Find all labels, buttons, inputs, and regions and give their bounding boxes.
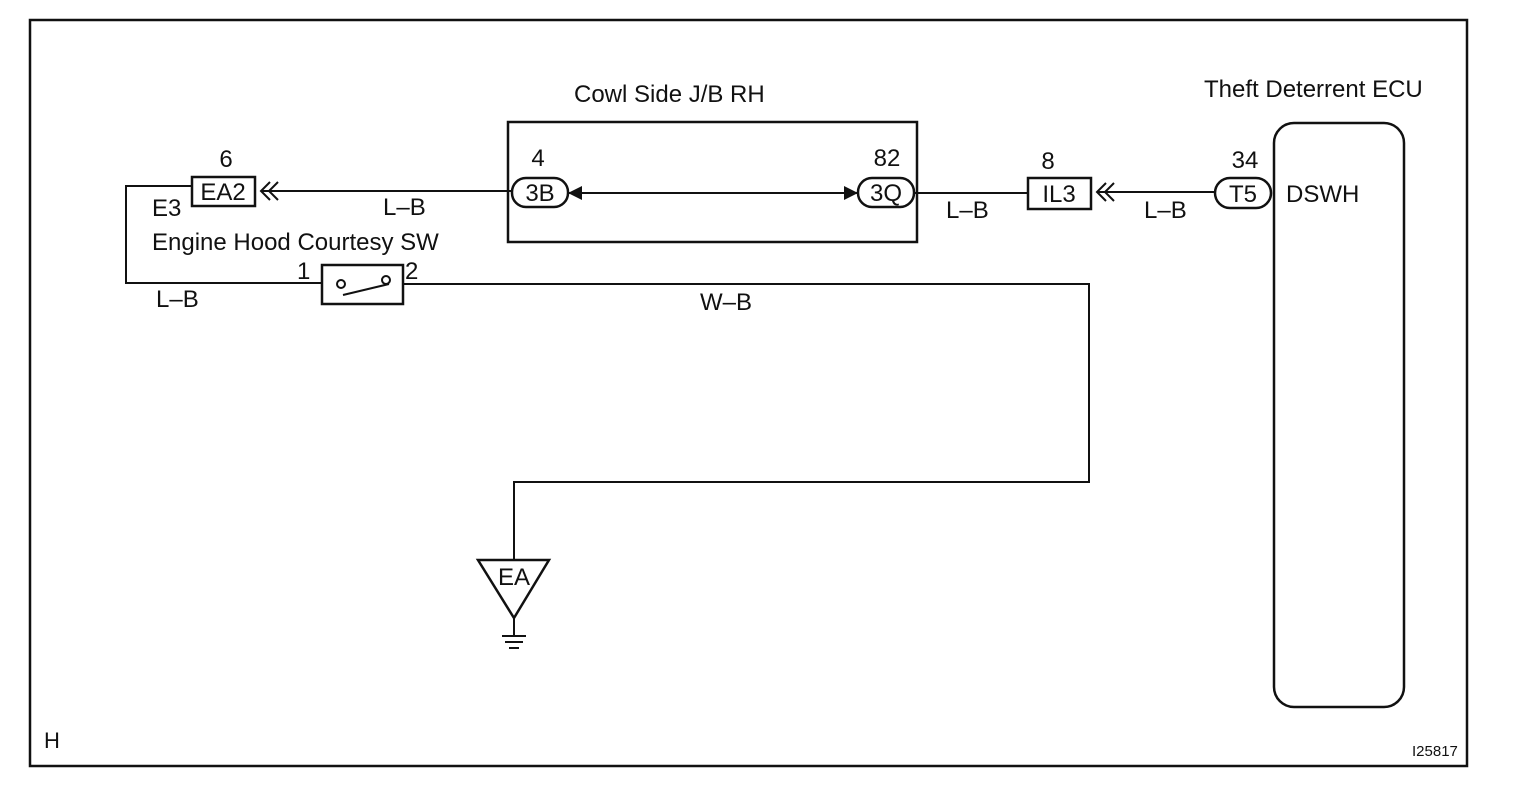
- jb-internal-arrow-left: [568, 186, 582, 200]
- switch-ref: E3: [152, 195, 181, 222]
- switch-contact-2: [381, 275, 391, 285]
- connector-t5: [1213, 176, 1273, 210]
- connector-3b-pin: 4: [531, 145, 544, 172]
- connector-il3-pin: 8: [1041, 148, 1054, 175]
- wire-ea2-switch: [125, 185, 321, 284]
- junction-block-box: [506, 120, 919, 244]
- ground-label: EA: [498, 564, 530, 591]
- junction-block-name: Cowl Side J/B RH: [574, 81, 765, 108]
- wire-ea2-3b-color: L–B: [383, 194, 426, 221]
- switch-pin-2: 2: [405, 258, 418, 285]
- wire-switch-ground: [403, 283, 1090, 560]
- switch-blade: [342, 283, 390, 296]
- corner-label: H: [44, 728, 60, 753]
- ground-triangle: [475, 558, 552, 621]
- connector-t5-pin: 34: [1232, 147, 1259, 174]
- switch-contact-1: [336, 279, 346, 289]
- ecu-name: Theft Deterrent ECU: [1204, 76, 1423, 103]
- wire-il3-t5-color: L–B: [1144, 197, 1187, 224]
- connector-ea2: [190, 175, 257, 208]
- switch-pin-1: 1: [297, 258, 310, 285]
- wire-switch-ground-color: W–B: [700, 289, 752, 316]
- ecu-box: [1272, 121, 1406, 709]
- connector-ea2-pin: 6: [219, 146, 232, 173]
- wire-ea2-switch-color: L–B: [156, 286, 199, 313]
- connector-3q-pin: 82: [874, 145, 901, 172]
- ground-symbol: [502, 618, 526, 649]
- ecu-terminal-dswh: DSWH: [1286, 181, 1359, 208]
- connector-3q-label: 3Q: [870, 180, 902, 207]
- connector-il3-label: IL3: [1042, 181, 1075, 208]
- switch-box: [320, 263, 405, 306]
- diagram-frame: [28, 18, 1469, 768]
- connector-t5-label: T5: [1229, 181, 1257, 208]
- wire-3q-il3-color: L–B: [946, 197, 989, 224]
- jb-internal-arrow-right: [844, 186, 858, 200]
- diagram-code: I25817: [1412, 743, 1458, 760]
- switch-name: Engine Hood Courtesy SW: [152, 229, 439, 256]
- connector-3b-label: 3B: [525, 180, 554, 207]
- connector-ea2-label: EA2: [200, 179, 245, 206]
